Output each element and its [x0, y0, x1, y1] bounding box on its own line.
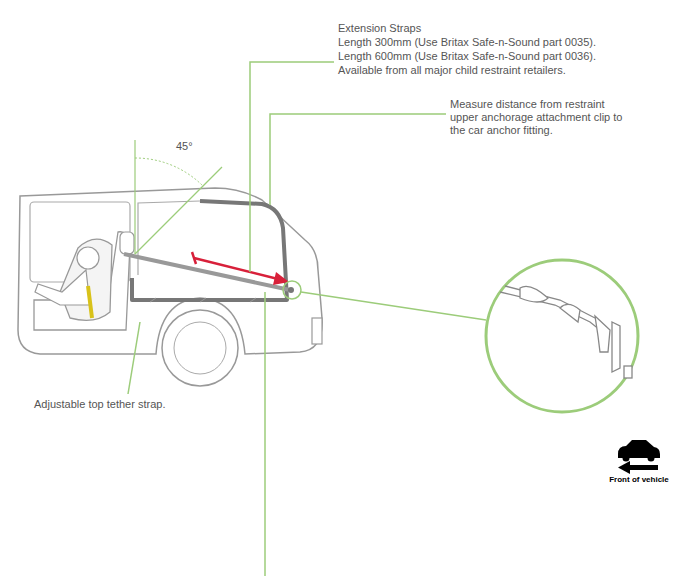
front-of-vehicle-icon [618, 440, 660, 474]
callout-text: Available from all major child restraint… [338, 64, 670, 77]
callout-text: Adjustable top tether strap. [34, 398, 184, 411]
anchor-detail [500, 286, 632, 378]
callout-heading: Extension Straps [338, 22, 670, 35]
headrest [120, 232, 134, 254]
angle-line [135, 167, 222, 254]
measure-arrow [192, 252, 289, 285]
icon-label: Front of vehicle [608, 475, 670, 484]
harness-buckle [88, 286, 92, 318]
frame-detail [150, 298, 256, 302]
vehicle-seat [34, 232, 130, 330]
angle-label: 45° [176, 140, 216, 153]
child-figure [77, 247, 99, 269]
child-figure [35, 270, 90, 305]
wheel [162, 310, 238, 386]
leader-line [301, 292, 486, 320]
callout-text: Measure distance from restraint upper an… [450, 98, 625, 137]
leader-line [270, 114, 446, 205]
rear-bumper [312, 318, 322, 344]
leader-line [264, 292, 266, 576]
tether-strap [124, 254, 290, 290]
wheel-rim [174, 322, 226, 374]
leader-line [128, 322, 140, 394]
leader-line [250, 62, 334, 272]
angle-line [134, 140, 135, 254]
anchor-fitting [288, 287, 294, 293]
detail-marker [283, 281, 301, 299]
callout-text: Length 600mm (Use Britax Safe-n-Sound pa… [338, 50, 670, 63]
detail-inset [486, 260, 638, 412]
angle-arc [135, 158, 203, 186]
callout-text: Length 300mm (Use Britax Safe-n-Sound pa… [338, 36, 670, 49]
